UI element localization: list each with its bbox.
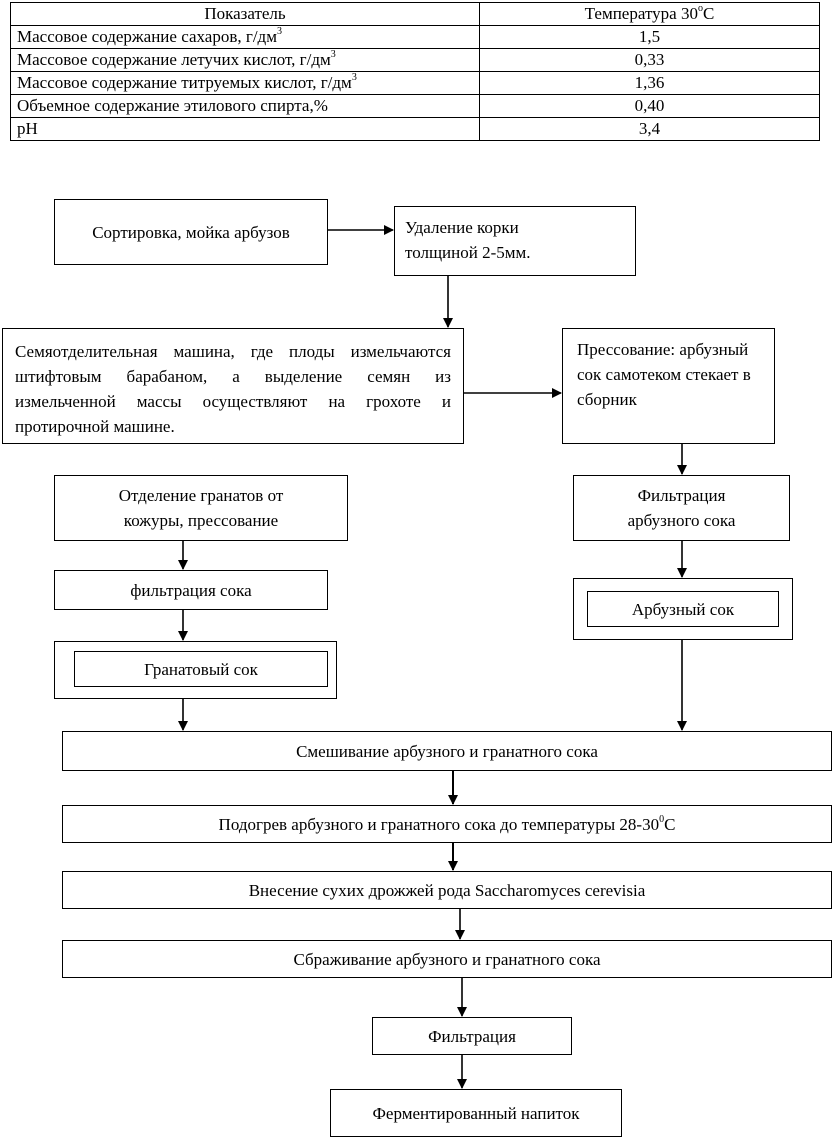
- box-product: Ферментированный напиток: [330, 1089, 622, 1137]
- box-peel-removal: Удаление корки толщиной 2-5мм.: [394, 206, 636, 276]
- box-watermelon-juice-outer: Арбузный сок: [573, 578, 793, 640]
- box-fermentation: Сбраживание арбузного и гранатного сока: [62, 940, 832, 978]
- row-value: 1,5: [479, 25, 820, 49]
- table-row: pH 3,4: [10, 117, 820, 141]
- box-sorting: Сортировка, мойка арбузов: [54, 199, 328, 265]
- box-heating: Подогрев арбузного и гранатного сока до …: [62, 805, 832, 843]
- table-row: Массовое содержание титруемых кислот, г/…: [10, 71, 820, 95]
- row-parameter: pH: [10, 117, 480, 141]
- table-header-row: Показатель Температура 30oС: [10, 2, 820, 26]
- row-value: 0,40: [479, 94, 820, 118]
- box-seed-machine: Семяотделительная машина, где плоды изме…: [2, 328, 464, 444]
- box-watermelon-filtration: Фильтрация арбузного сока: [573, 475, 790, 541]
- header-parameter: Показатель: [10, 2, 480, 26]
- box-watermelon-juice: Арбузный сок: [587, 591, 779, 627]
- box-pomegranate-separation: Отделение гранатов от кожуры, прессовани…: [54, 475, 348, 541]
- box-yeast: Внесение сухих дрожжей рода Saccharomyce…: [62, 871, 832, 909]
- header-temperature: Температура 30oС: [479, 2, 820, 26]
- parameters-table: Показатель Температура 30oС Массовое сод…: [10, 2, 820, 141]
- box-pomegranate-juice-outer: Гранатовый сок: [54, 641, 337, 699]
- box-juice-filtration: фильтрация сока: [54, 570, 328, 610]
- row-parameter: Массовое содержание летучих кислот, г/дм…: [10, 48, 480, 72]
- row-parameter: Массовое содержание титруемых кислот, г/…: [10, 71, 480, 95]
- table-row: Массовое содержание летучих кислот, г/дм…: [10, 48, 820, 72]
- row-value: 3,4: [479, 117, 820, 141]
- box-filtration: Фильтрация: [372, 1017, 572, 1055]
- box-pressing: Прессование: арбузный сок самотеком стек…: [562, 328, 775, 444]
- box-pomegranate-juice: Гранатовый сок: [74, 651, 328, 687]
- box-mixing: Смешивание арбузного и гранатного сока: [62, 731, 832, 771]
